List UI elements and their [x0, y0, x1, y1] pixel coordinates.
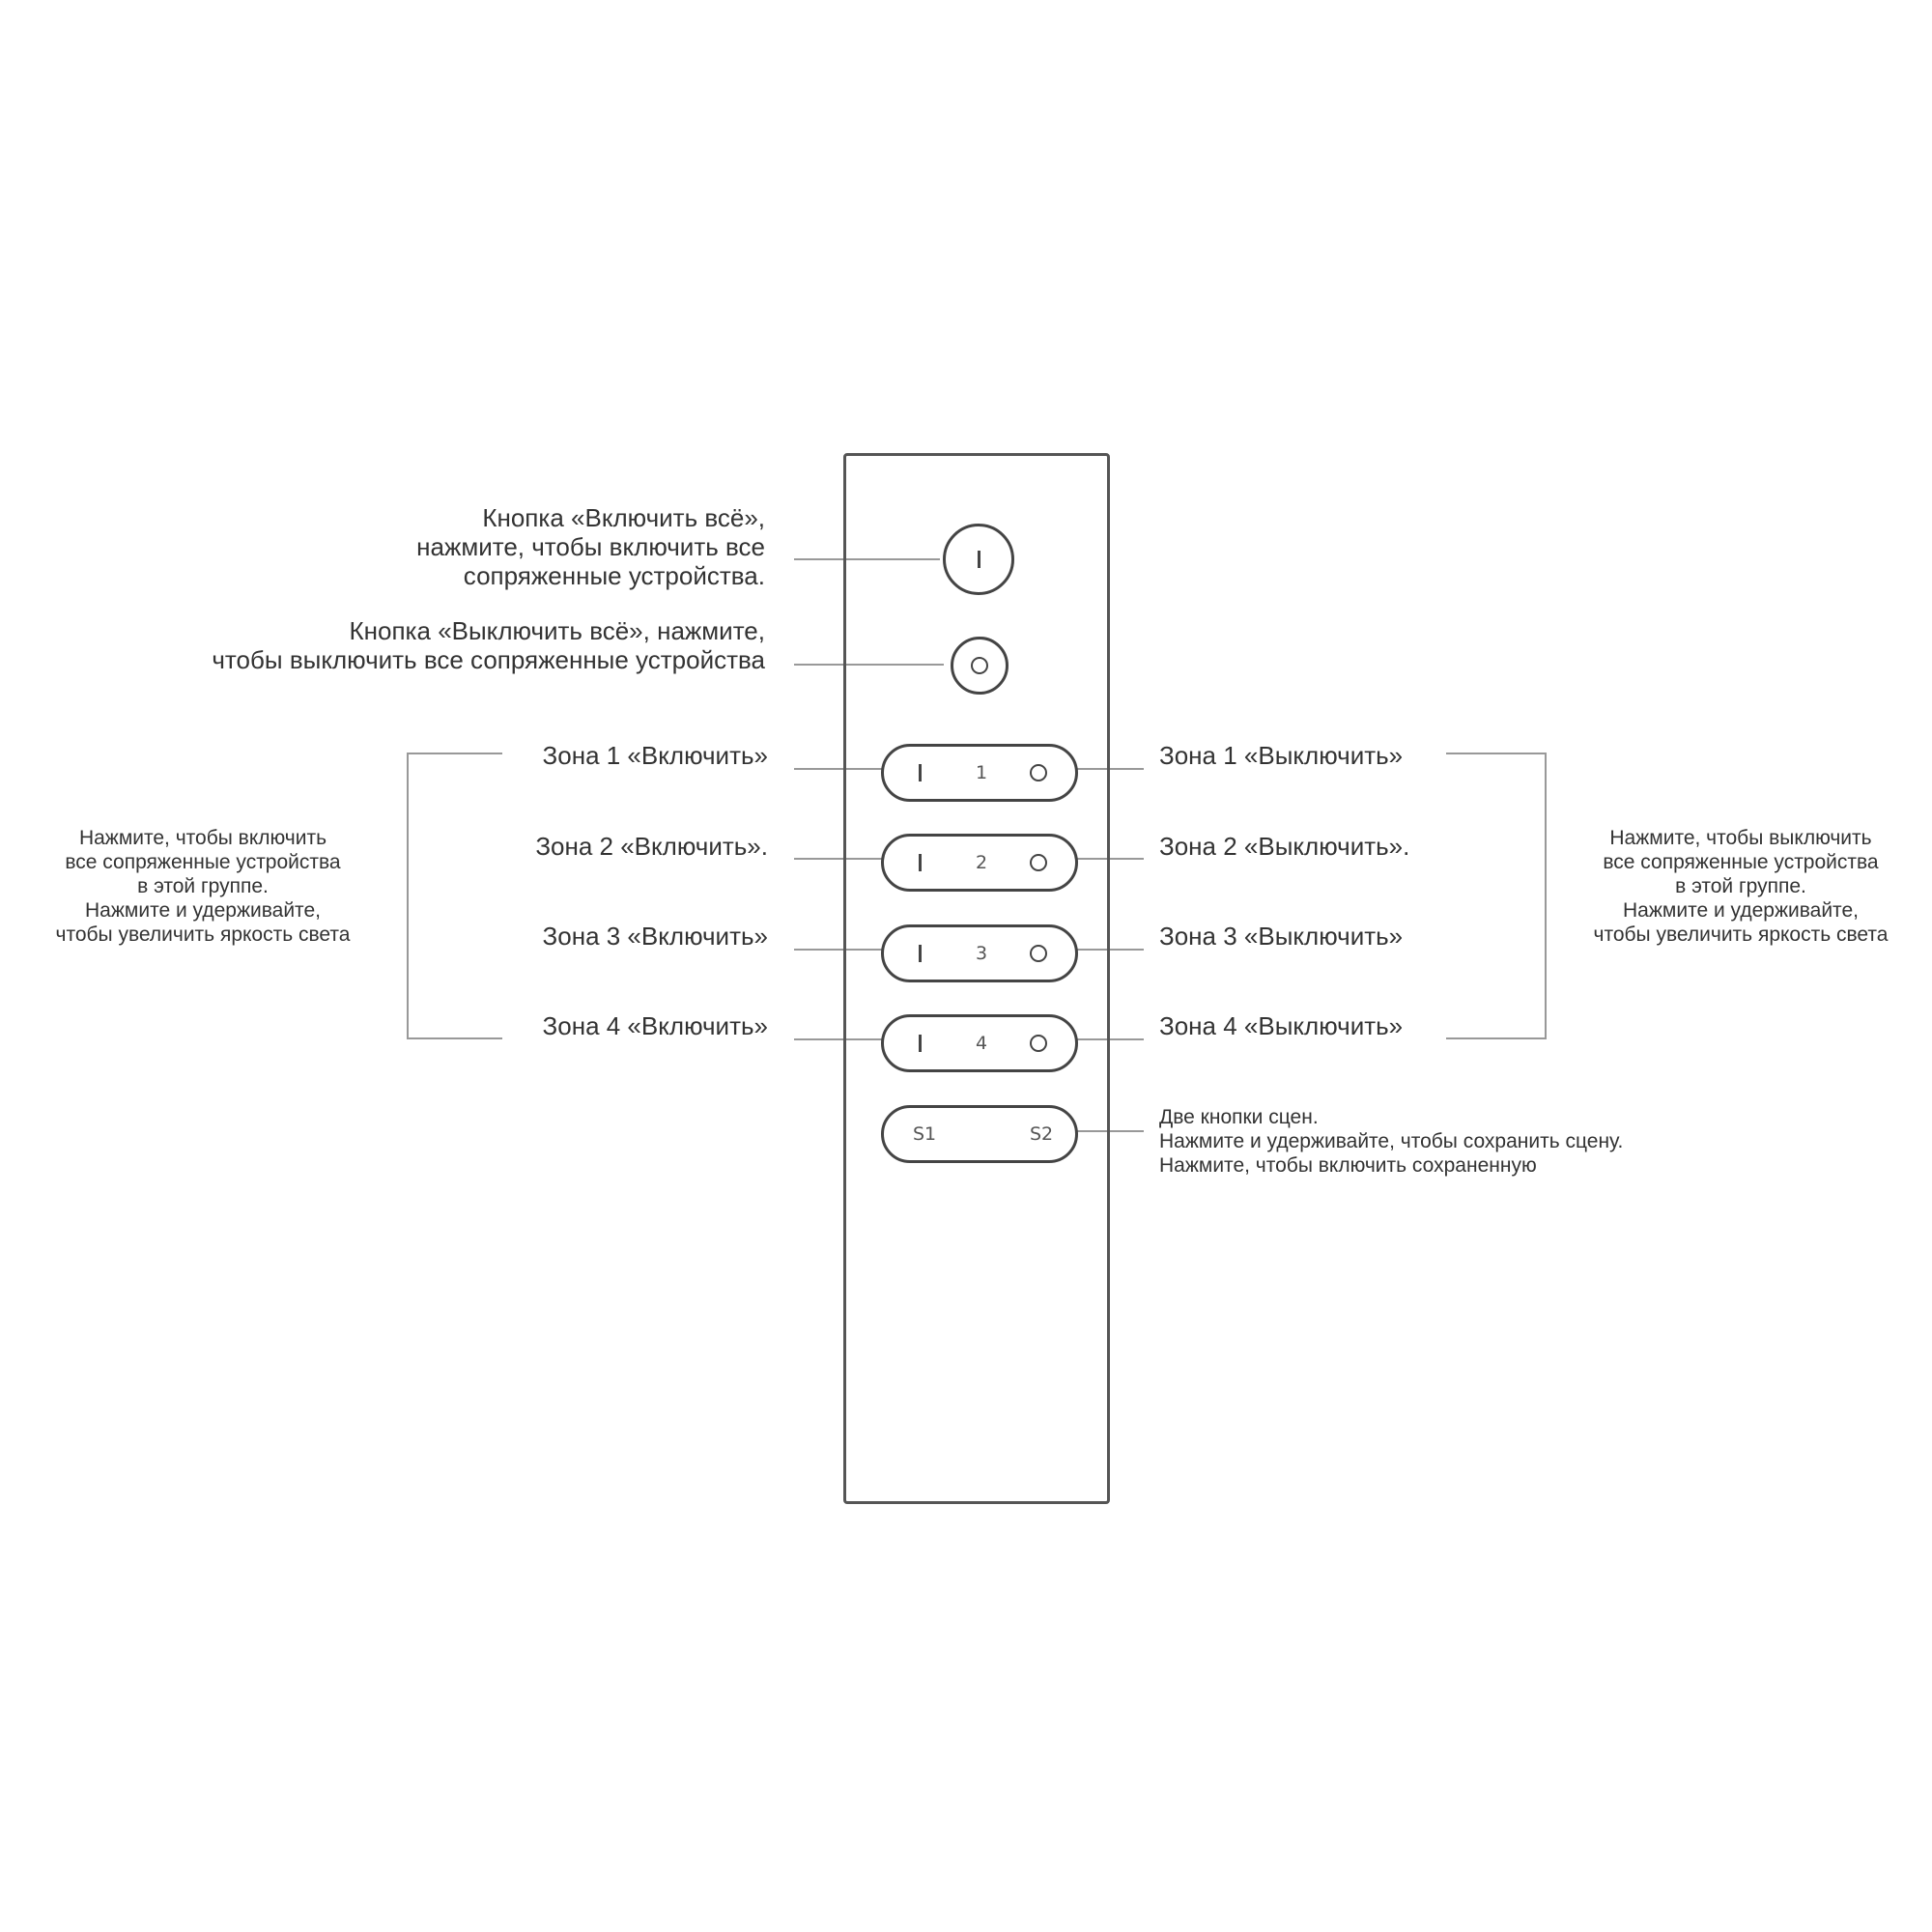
zone-2-off-label: Зона 2 «Выключить».: [1159, 832, 1410, 861]
on-all-callout: Кнопка «Включить всё», нажмите, чтобы вк…: [416, 503, 765, 590]
zone-2-button[interactable]: 2: [881, 834, 1078, 892]
on-icon: [978, 551, 980, 568]
off-icon[interactable]: [1030, 854, 1047, 871]
scene-buttons[interactable]: S1 S2: [881, 1105, 1078, 1163]
left-group-note: Нажмите, чтобы включить все сопряженные …: [55, 827, 351, 946]
right-bracket: [1446, 753, 1547, 1039]
off-icon[interactable]: [1030, 1035, 1047, 1052]
on-icon[interactable]: [919, 764, 922, 781]
off-all-callout: Кнопка «Выключить всё», нажмите, чтобы в…: [212, 616, 765, 674]
zone-2-on-label: Зона 2 «Включить».: [535, 832, 768, 861]
zone-1-off-label: Зона 1 «Выключить»: [1159, 741, 1404, 770]
off-icon[interactable]: [1030, 945, 1047, 962]
zone-4-off-label: Зона 4 «Выключить»: [1159, 1011, 1404, 1040]
zone-number: 4: [976, 1033, 988, 1054]
on-icon[interactable]: [919, 945, 922, 962]
right-group-note: Нажмите, чтобы выключить все сопряженные…: [1593, 827, 1889, 946]
zone-number: 2: [976, 852, 988, 873]
on-icon[interactable]: [919, 854, 922, 871]
zone-1-on-label: Зона 1 «Включить»: [542, 741, 768, 770]
zone-3-on-label: Зона 3 «Включить»: [542, 922, 768, 951]
zone-3-off-label: Зона 3 «Выключить»: [1159, 922, 1404, 951]
zone-4-button[interactable]: 4: [881, 1014, 1078, 1072]
off-icon: [971, 657, 988, 674]
off-icon[interactable]: [1030, 764, 1047, 781]
on-icon[interactable]: [919, 1035, 922, 1052]
scenes-callout: Две кнопки сцен. Нажмите и удерживайте, …: [1159, 1106, 1624, 1177]
left-bracket: [407, 753, 502, 1039]
on-all-button[interactable]: [943, 524, 1014, 595]
remote-body: 1 2 3 4 S1 S2: [843, 453, 1110, 1504]
zone-3-button[interactable]: 3: [881, 924, 1078, 982]
off-all-button[interactable]: [951, 637, 1009, 695]
zone-4-on-label: Зона 4 «Включить»: [542, 1011, 768, 1040]
zone-1-button[interactable]: 1: [881, 744, 1078, 802]
scene-1-button[interactable]: S1: [913, 1123, 937, 1145]
zone-number: 3: [976, 943, 988, 964]
zone-number: 1: [976, 762, 988, 783]
scene-2-button[interactable]: S2: [1030, 1123, 1054, 1145]
